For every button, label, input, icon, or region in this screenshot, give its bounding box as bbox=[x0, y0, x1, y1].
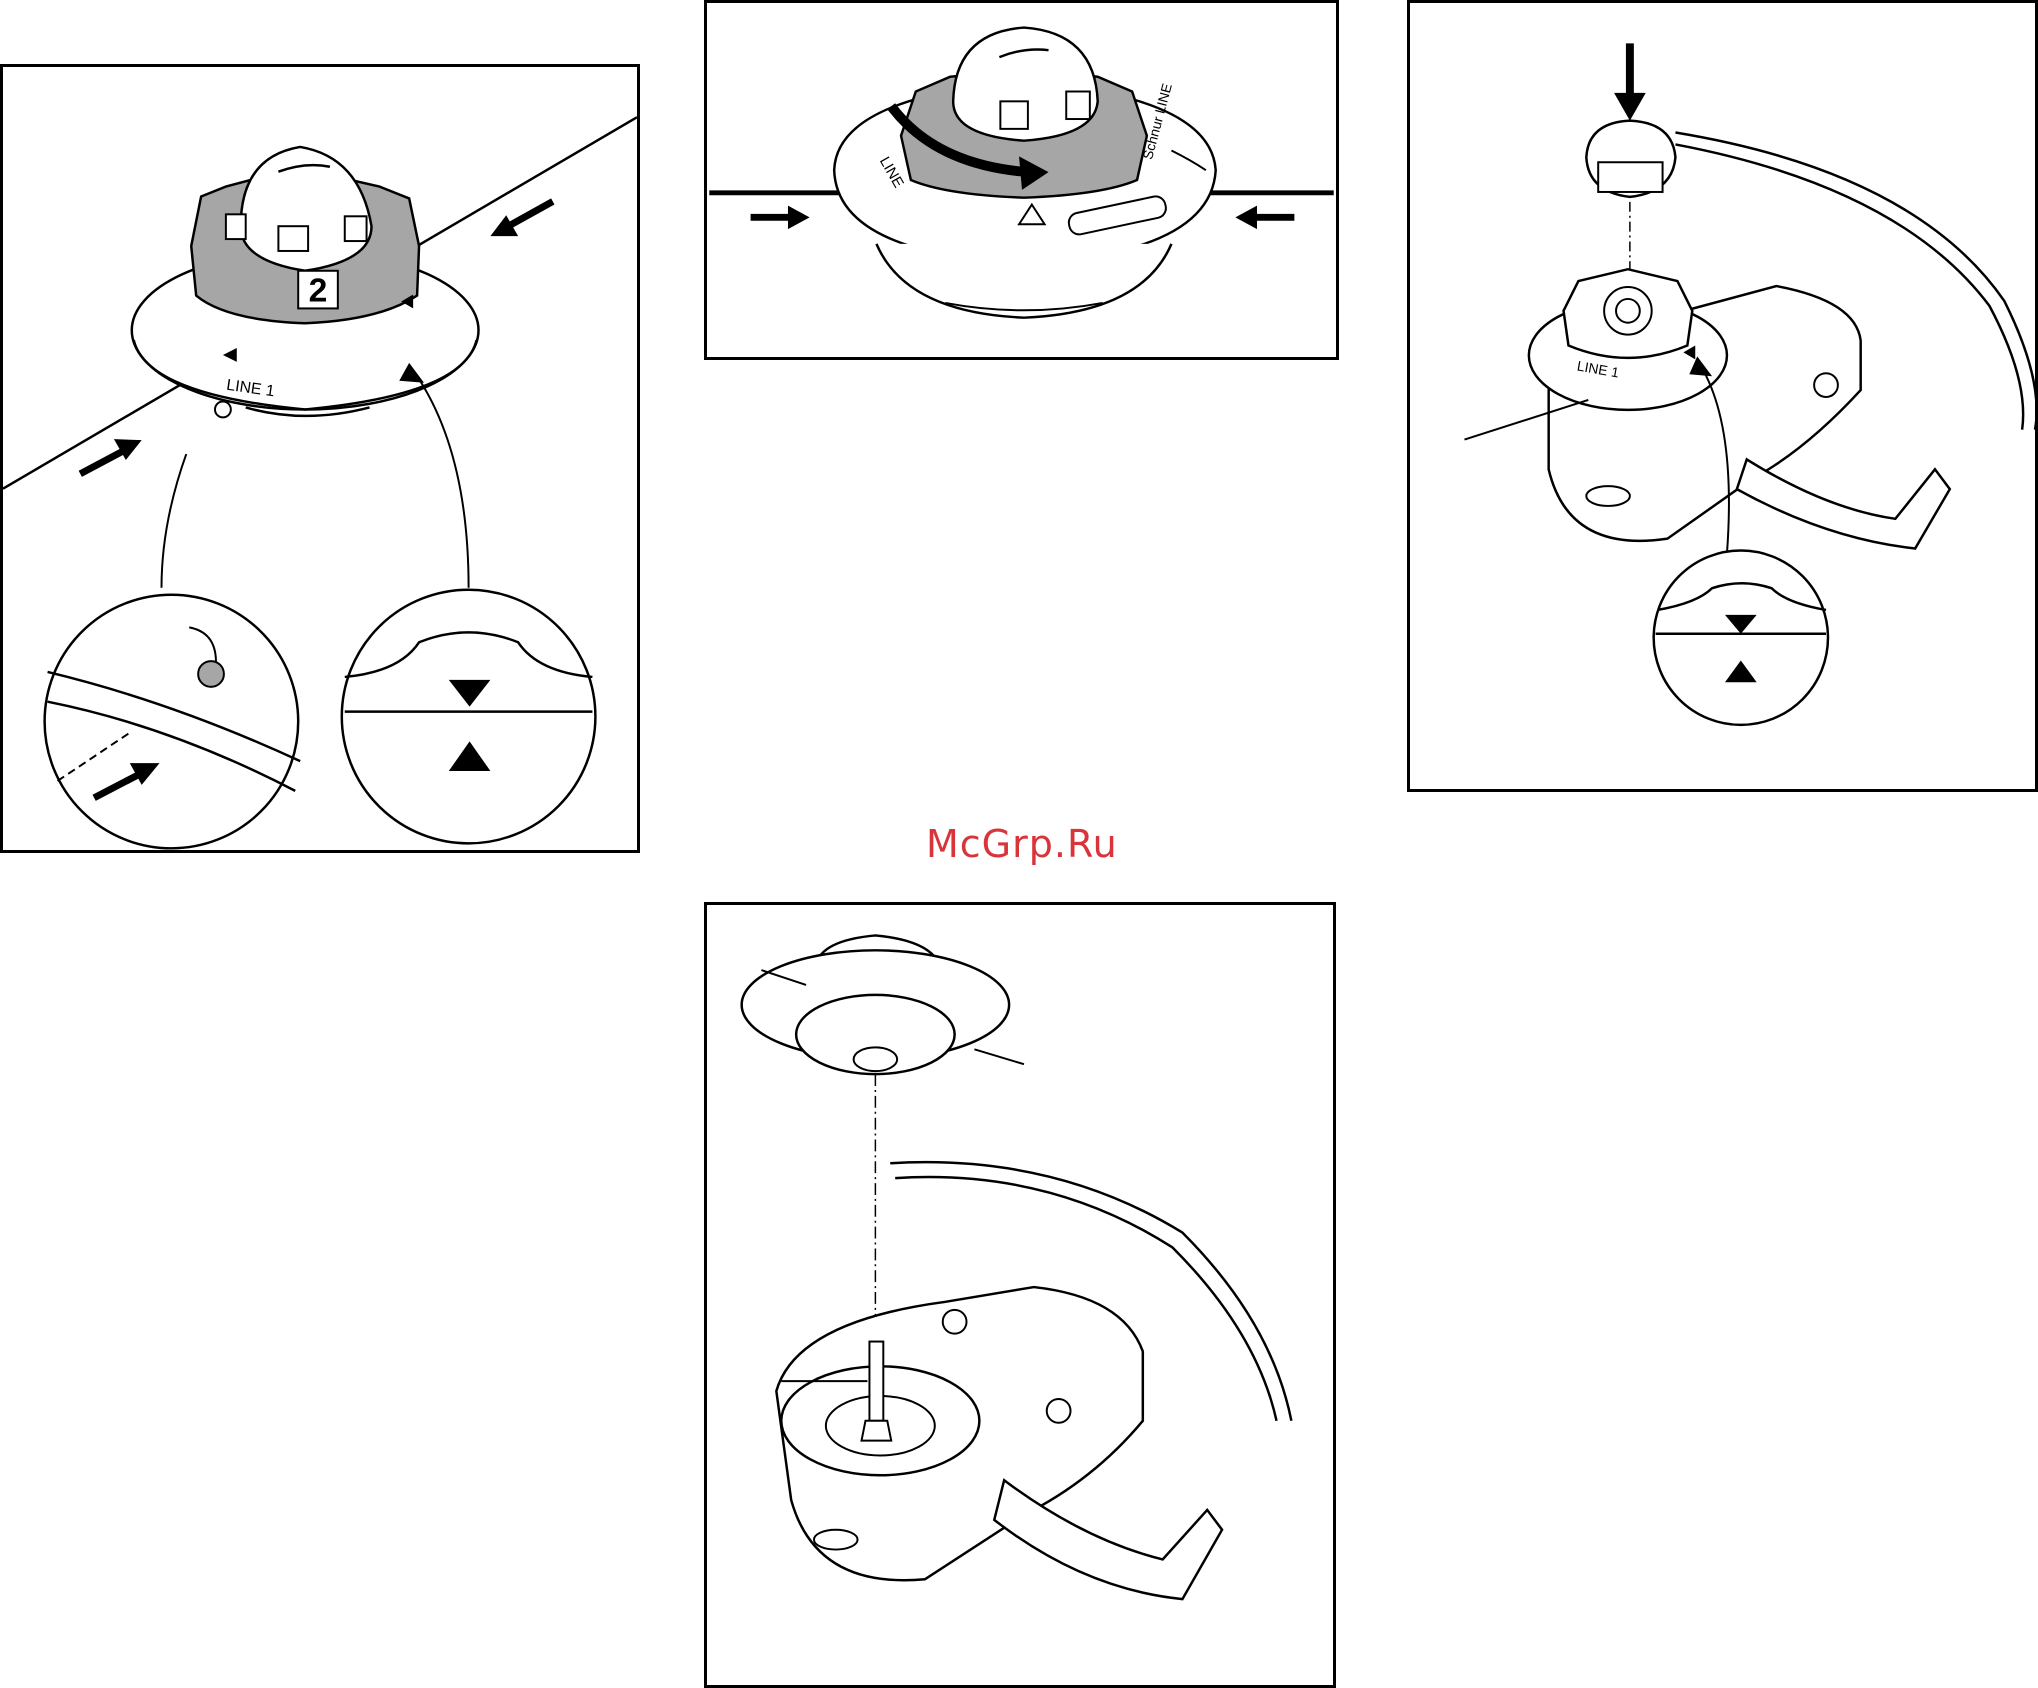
callout-leader-eyelet bbox=[162, 454, 187, 588]
zoom-detail-align bbox=[1654, 551, 1828, 725]
eyelet bbox=[215, 402, 231, 418]
line-insertion-illustration: 2 LINE 1 bbox=[3, 67, 637, 850]
press-down-arrow bbox=[1614, 43, 1646, 120]
panel-wind-line: LINE Schnur LINE bbox=[704, 0, 1339, 360]
mount-knob-illustration: LINE 1 bbox=[1410, 3, 2035, 789]
panel-mount-knob: LINE 1 bbox=[1407, 0, 2038, 792]
shaft-nut bbox=[862, 1421, 892, 1441]
wind-line-illustration: LINE Schnur LINE bbox=[707, 3, 1336, 357]
drive-shaft bbox=[869, 1342, 883, 1421]
zoom-detail-align bbox=[342, 590, 596, 844]
callout-leader-mark bbox=[409, 365, 468, 588]
panel-line-insertion: 2 LINE 1 bbox=[0, 64, 640, 853]
step-number: 2 bbox=[309, 272, 328, 309]
panel-remove-spool bbox=[704, 902, 1336, 1688]
spool-knob-ring bbox=[1564, 269, 1693, 358]
zoom-detail-eyelet bbox=[45, 595, 301, 849]
watermark-text: McGrp.Ru bbox=[926, 822, 1118, 866]
remove-spool-illustration bbox=[707, 905, 1333, 1685]
